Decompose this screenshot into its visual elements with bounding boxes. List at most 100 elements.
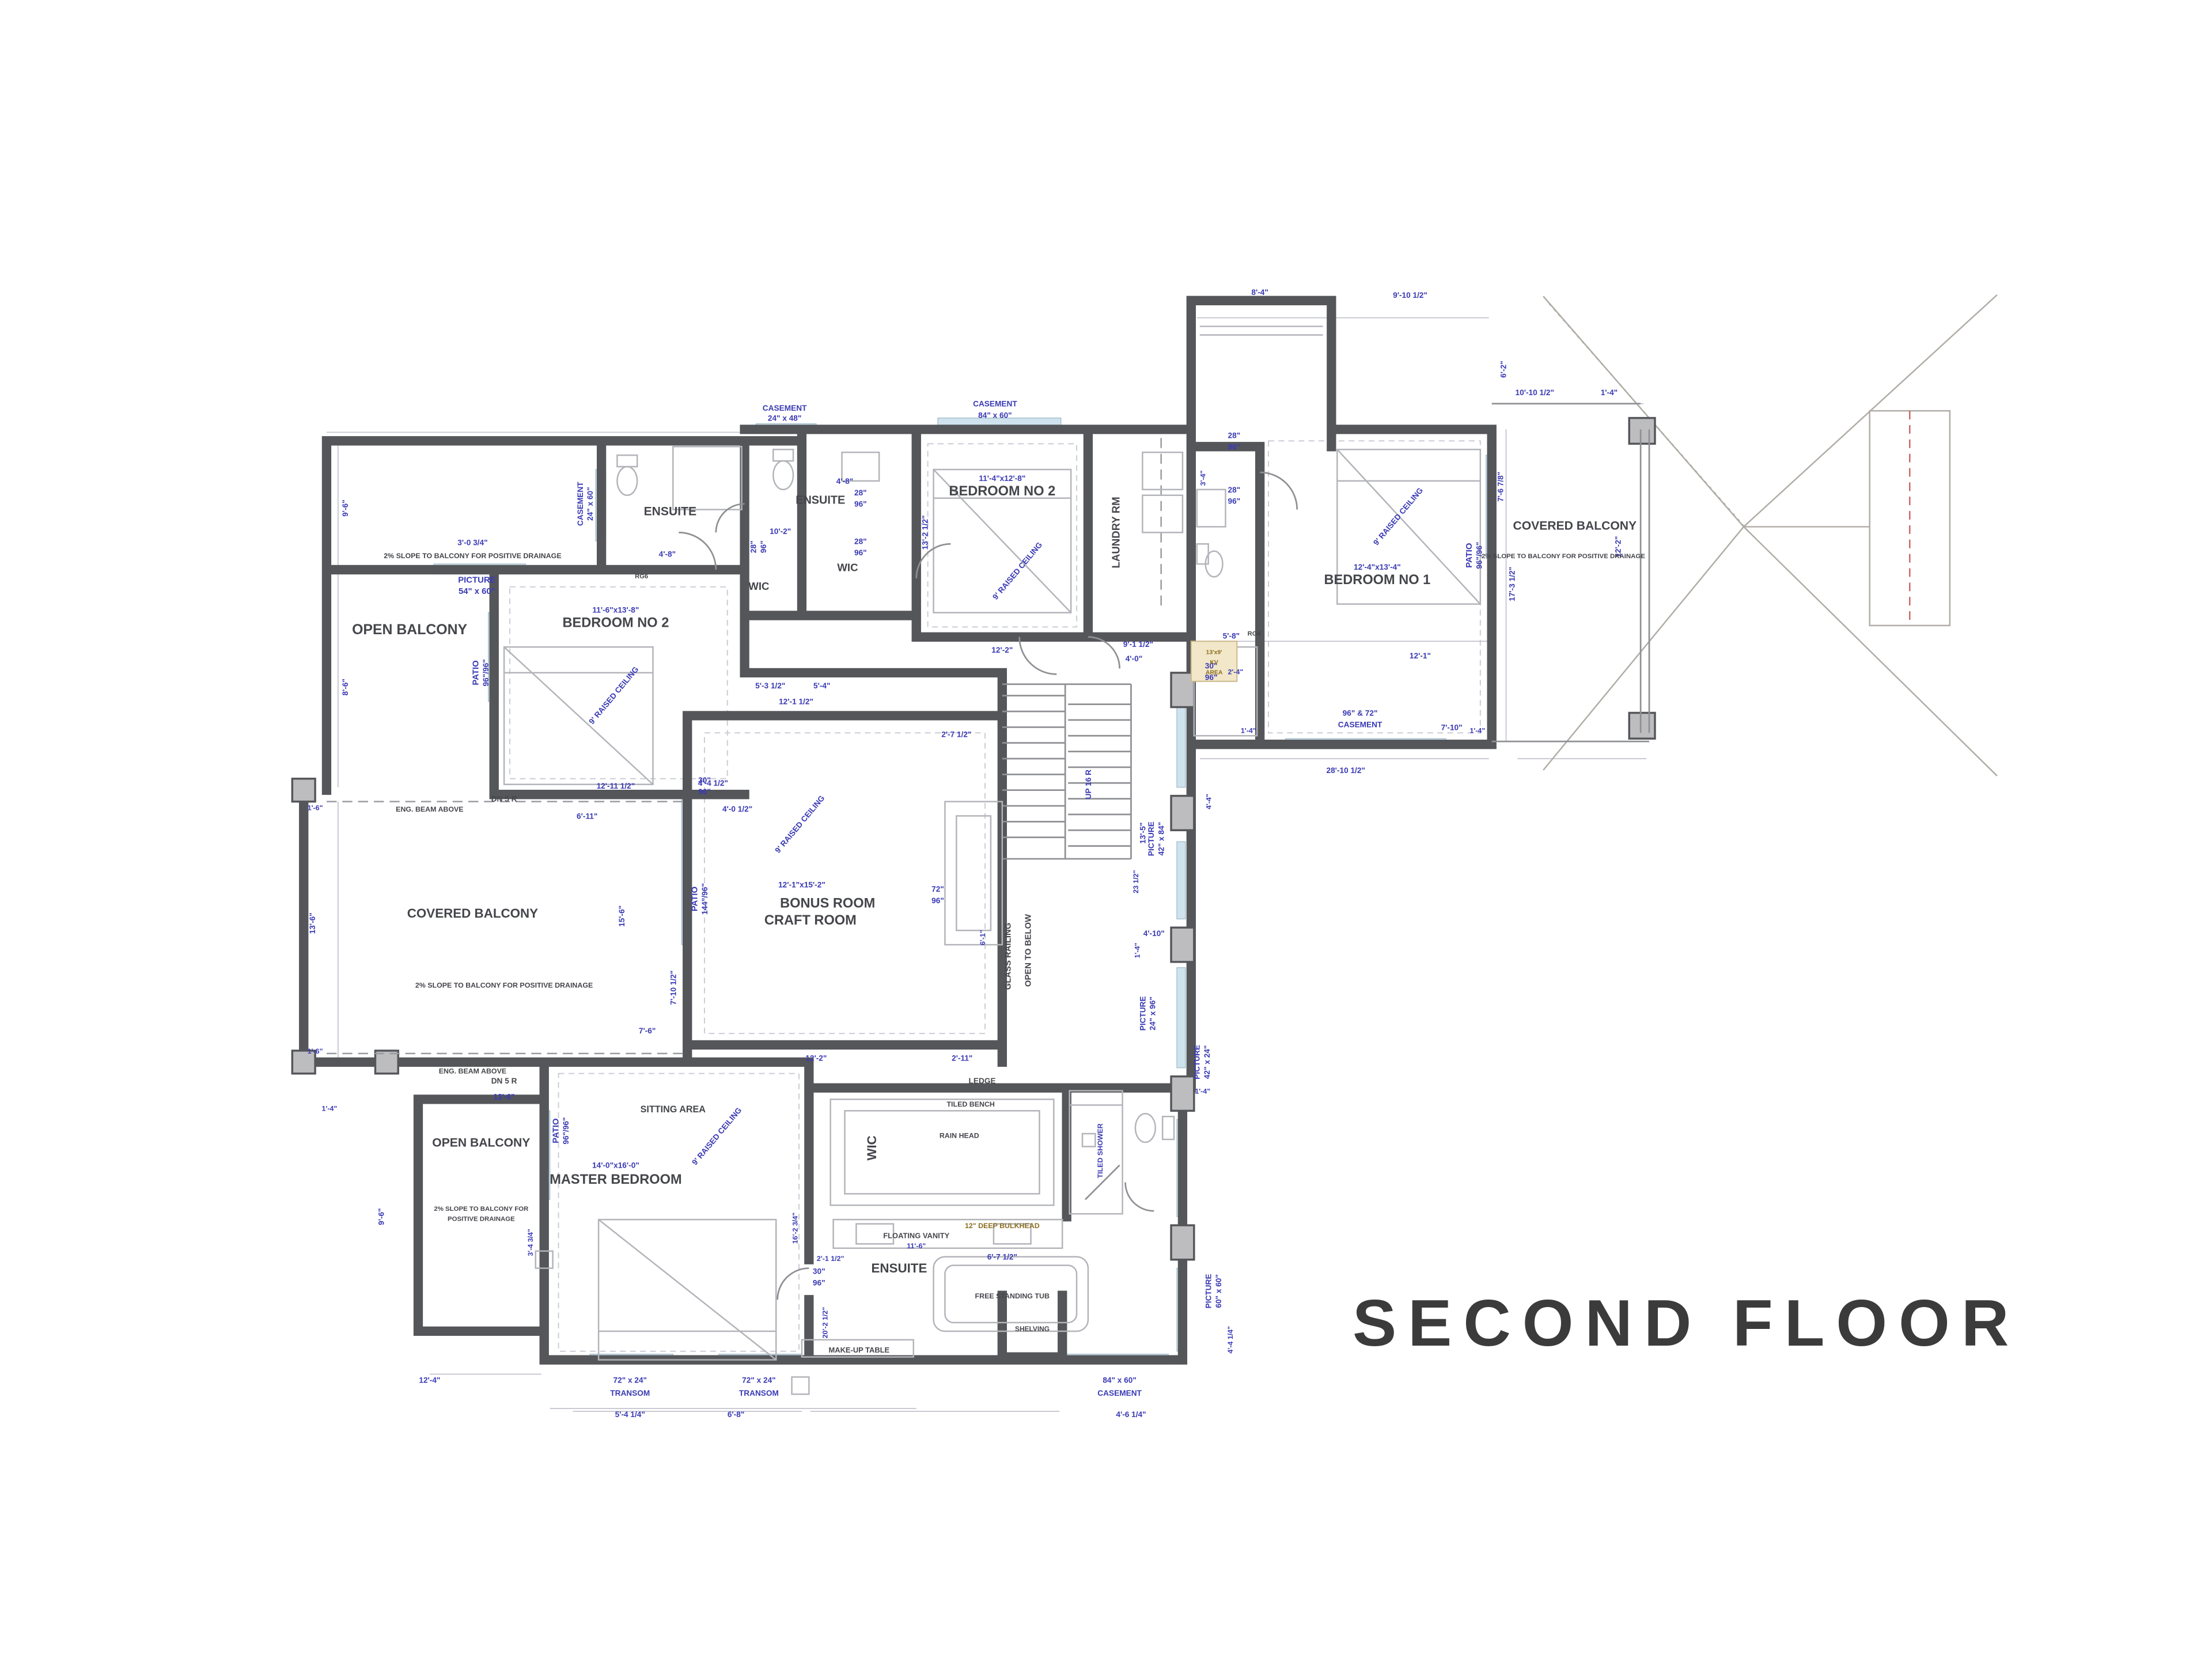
dim: 23 1/2" [1132,870,1140,893]
door-28-96: 28" [1228,486,1241,494]
dim: 12'-11 1/2" [597,782,635,790]
room-ensuite-mid: ENSUITE [796,494,845,507]
dim: 6'-11" [577,812,597,820]
window-picture-42x84-size: 42" x 84" [1157,822,1166,856]
note-rain-head: RAIN HEAD [940,1131,979,1139]
room-ensuite-tl: ENSUITE [644,505,697,518]
note-kv-3: AREA [1206,669,1223,676]
note-open-to-below: OPEN TO BELOW [1024,914,1033,987]
dashed-beams [326,438,1162,1055]
dim: 4'-4 1/4" [1226,1326,1234,1354]
room-bonus-line1: BONUS ROOM [780,896,875,911]
door-patio-144-96-size: 144"/96" [700,883,709,915]
dim: 4'-6 1/4" [1116,1410,1146,1419]
door-patio-96-96-size: 96"/96" [1475,542,1483,569]
room-covered-balcony-left: COVERED BALCONY [407,906,538,921]
room-wic-left: WIC [748,580,769,592]
door-patio-144-96: PATIO [691,887,700,911]
door-28-96: 96" [759,540,768,553]
door-30-96: 30" [1205,661,1218,670]
page-title: SECOND FLOOR [1353,1287,2020,1360]
dim: 4'-10" [1143,929,1165,938]
dim: 1'-6" [308,1047,323,1055]
dim: 10'-2" [770,527,791,536]
window-picture-54x60-size: 54" x 60" [459,587,495,596]
dim: 4'-8" [836,477,853,486]
window-picture-60x60: PICTURE [1205,1274,1213,1308]
room-ensuite-lower: ENSUITE [871,1261,927,1275]
dim: 3'-0 3/4" [457,539,487,547]
room-bedroom2-left-size: 11'-6"x13'-8" [592,606,639,615]
room-bonus-line2: CRAFT ROOM [764,913,857,928]
dim: 11'-6" [907,1242,926,1250]
dim: 20'-2 1/2" [821,1307,830,1338]
dim: 8'-4" [1251,288,1268,297]
window-transom-1: 72" x 24" [613,1376,647,1384]
door-28-96: 28" [854,488,867,497]
dim: 7'-10 1/2" [669,971,677,1005]
dim: 12'-6" [494,1092,515,1101]
door-72-96: 96" [931,896,944,905]
window-casement-24x60: CASEMENT [576,482,585,526]
window-casement-84x60-size: 84" x 60" [978,411,1012,420]
dim: 15'-6" [618,906,626,927]
window-picture-60x60-size: 60" x 60" [1214,1274,1223,1308]
room-bedroom1-size: 12'-4"x13'-4" [1354,563,1401,571]
dim: 12'-2" [805,1054,827,1062]
note-slope-4b: POSITIVE DRAINAGE [448,1216,515,1223]
room-covered-balcony-right: COVERED BALCONY [1513,519,1637,532]
tag-rg6: RG6 [635,573,648,580]
dim: 4'-4 1/2" [698,779,728,787]
door-72-96: 72" [931,885,944,893]
dim: 6'-7 1/2" [987,1253,1017,1262]
dim: 1'-4" [322,1104,338,1112]
note-slope-4a: 2% SLOPE TO BALCONY FOR [434,1206,529,1213]
door-patio-96-96-size: 96"/96" [562,1118,570,1145]
room-bedroom2-mid: BEDROOM NO 2 [949,484,1055,499]
dim: 6'-8" [728,1410,744,1419]
room-open-balcony-upper: OPEN BALCONY [352,622,467,638]
note-up16r: UP 16 R [1084,770,1093,800]
door-28-96: 96" [1228,442,1241,451]
wall-posts [291,416,1656,1261]
room-open-balcony-lower: OPEN BALCONY [432,1136,530,1149]
note-slope-1: 2% SLOPE TO BALCONY FOR POSITIVE DRAINAG… [384,552,561,560]
window-casement-84x60-b-label: CASEMENT [1097,1389,1142,1397]
dim: 5'-3 1/2" [755,681,785,690]
dim: 9'-10 1/2" [1393,291,1427,300]
door-30-96: 96" [813,1278,825,1287]
stairs [1002,683,1132,860]
dim: 1'-4" [1241,726,1256,734]
dim: 9'-6" [341,499,350,516]
door-patio-96-96: PATIO [552,1118,561,1143]
note-shelving: SHELVING [1015,1325,1050,1333]
door-28-96: 28" [749,540,757,553]
dim: 12'-1" [1410,652,1431,660]
window-picture-42x84: PICTURE [1147,821,1156,856]
room-master-size: 14'-0"x16'-0" [592,1161,639,1170]
window-transom-1-label: TRANSOM [610,1389,650,1397]
note-ledge: LEDGE [969,1077,996,1085]
room-laundry: LAUNDRY RM [1110,497,1122,568]
note-box [1190,641,1238,682]
window-casement-96-72-label: CASEMENT [1338,720,1382,729]
dim: 17'-3 1/2" [1508,567,1516,601]
dim: 9'-6" [377,1208,385,1225]
note-glass-railing: GLASS RAILING [1004,923,1013,990]
note-slope-2: 2% SLOPE TO BALCONY FOR POSITIVE DRAINAG… [1482,553,1645,560]
note-bulkhead: 12" DEEP BULKHEAD [965,1222,1040,1230]
dim: 2'-7 1/2" [941,730,971,739]
door-28-96: 96" [1228,497,1241,506]
dim: 7'-6 7/8" [1497,472,1505,502]
dim: 3'-4" [1199,470,1207,486]
dim: 5'-4" [813,681,830,690]
door-28-96: 96" [854,548,867,557]
dim: 5'-8" [1223,631,1240,640]
dim: 6'-1" [979,930,987,945]
dim: 2'-11" [952,1054,972,1062]
window-picture-24x96: PICTURE [1138,996,1147,1031]
dim: 10'-10 1/2" [1516,388,1554,397]
window-transom-2-label: TRANSOM [739,1389,779,1397]
dim: 9'-1 1/2" [1123,640,1153,649]
door-30-96: 96" [698,787,711,796]
